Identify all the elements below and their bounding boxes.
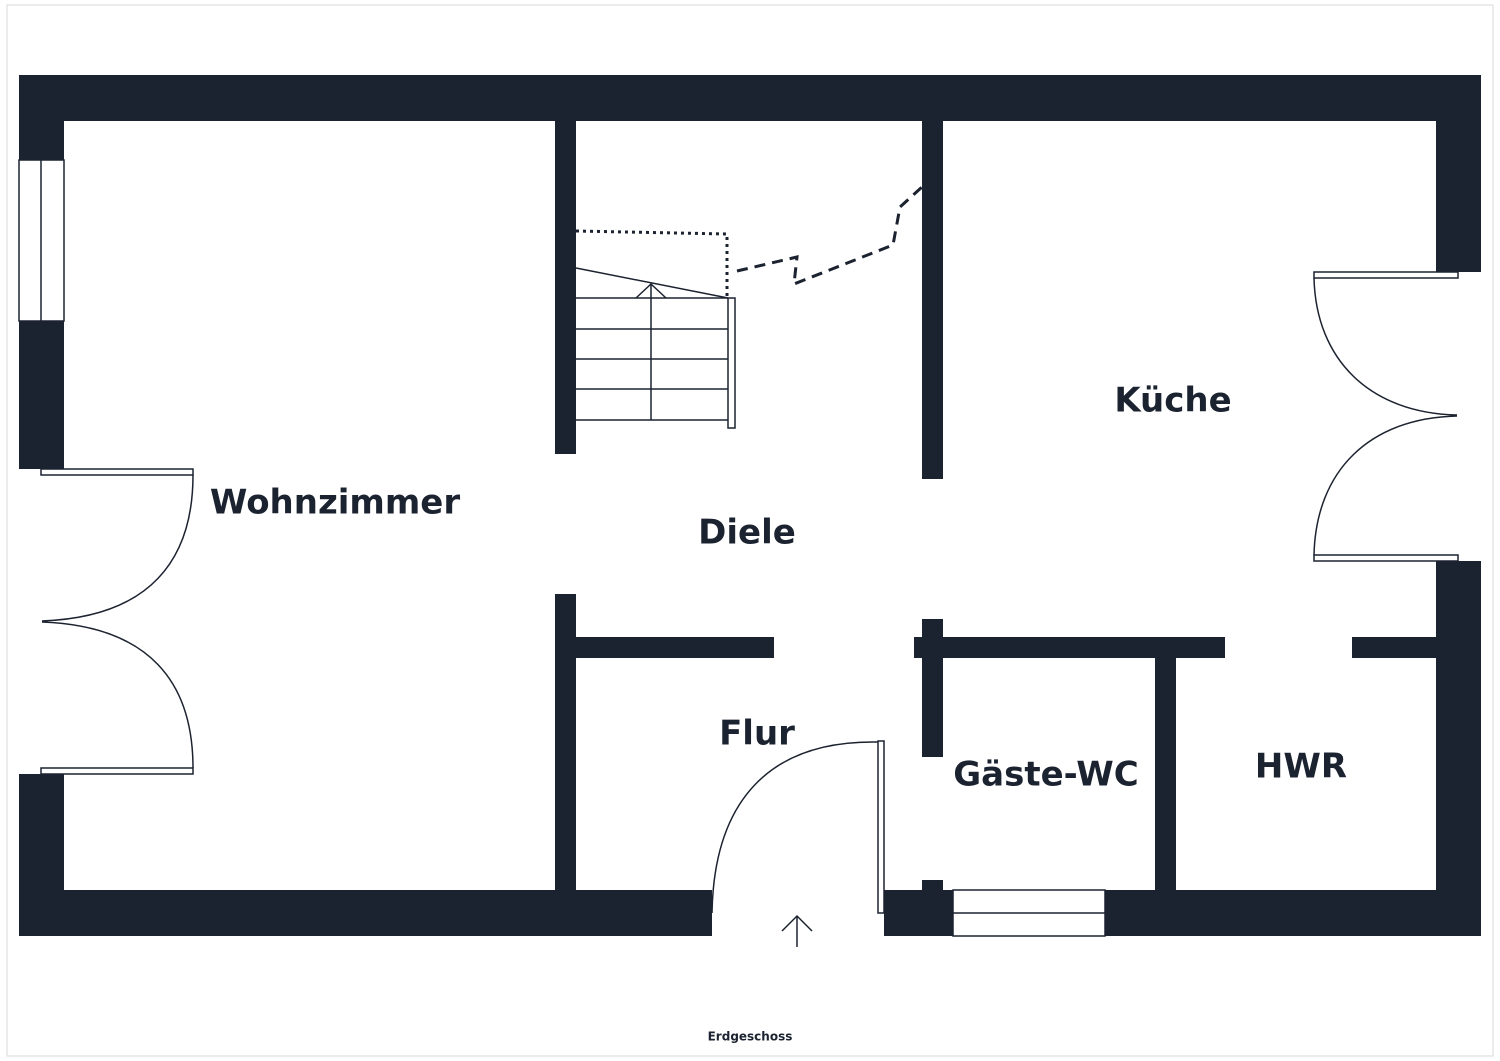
room-label-flur: Flur [719, 714, 795, 754]
room-label-diele: Diele [698, 513, 796, 553]
room-label-kueche: Küche [1114, 381, 1231, 421]
floor-caption: Erdgeschoss [708, 1030, 793, 1044]
staircase [575, 185, 924, 429]
door-wohnzimmer [40, 468, 194, 775]
windows [18, 159, 1106, 937]
page-frame [6, 4, 1494, 1057]
outer-walls [19, 75, 1481, 936]
room-label-wohnzimmer: Wohnzimmer [210, 483, 460, 523]
arrow-up-icon [781, 914, 813, 947]
room-label-hwr: HWR [1255, 747, 1347, 787]
interior-walls [555, 121, 1436, 890]
room-label-gaeste-wc: Gäste-WC [953, 755, 1138, 795]
door-kueche [1313, 271, 1459, 562]
door-entrance [711, 740, 885, 914]
